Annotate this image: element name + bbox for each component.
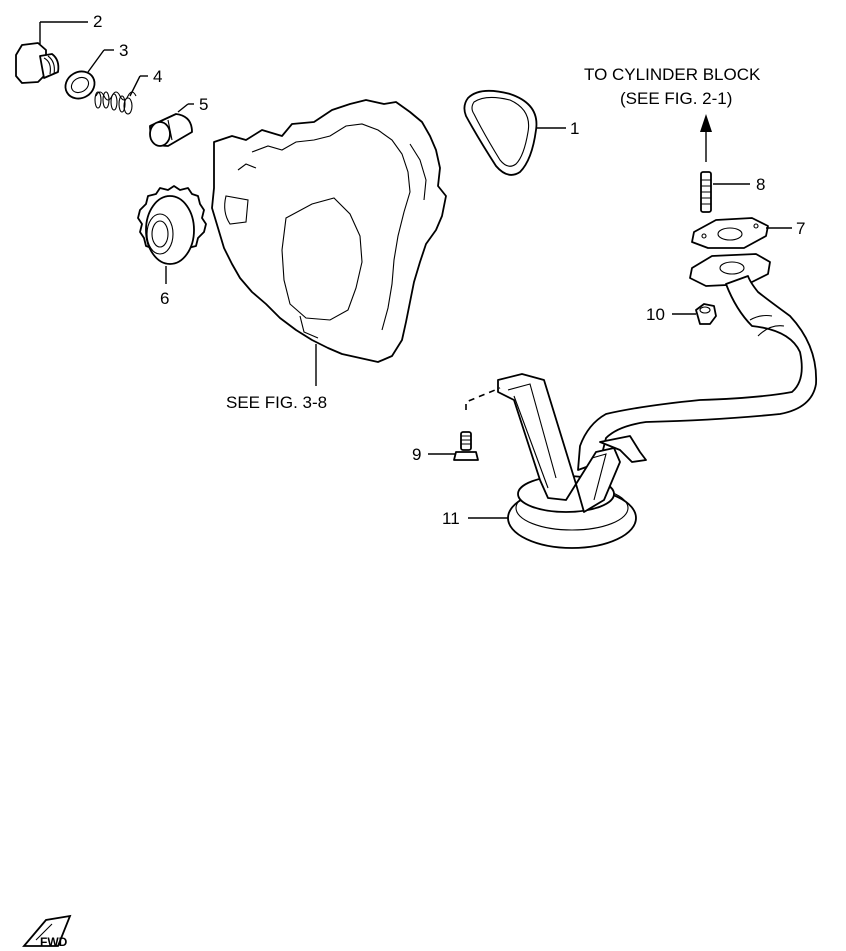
callout-5: 5 [199, 95, 208, 114]
callout-6: 6 [160, 289, 169, 308]
part-3-washer [64, 49, 114, 100]
callout-4: 4 [153, 67, 162, 86]
part-1-gasket [463, 89, 566, 176]
part-11-strainer [468, 373, 637, 549]
fwd-logo-text: FWD [40, 935, 68, 949]
part-6-gear [137, 185, 207, 284]
direction-arrow [700, 114, 712, 162]
part-4-spring [94, 75, 148, 115]
crankcase-cover [211, 99, 447, 386]
to-cylinder-block-note: TO CYLINDER BLOCK [584, 65, 761, 84]
part-2-plug [15, 21, 88, 84]
callout-11: 11 [442, 509, 460, 528]
callout-3: 3 [119, 41, 128, 60]
part-5-relief-valve [149, 103, 194, 147]
callout-7: 7 [796, 219, 805, 238]
see-fig-3-8-note: SEE FIG. 3-8 [226, 393, 327, 412]
callout-9: 9 [412, 445, 421, 464]
callout-1: 1 [570, 119, 579, 138]
callout-2: 2 [93, 12, 102, 31]
part-10-nut [672, 303, 717, 325]
see-fig-2-1-note: (SEE FIG. 2-1) [620, 89, 732, 108]
part-7-flange-gasket [691, 217, 792, 249]
callout-10: 10 [646, 305, 665, 324]
pickup-tube [577, 253, 817, 471]
part-8-stud [700, 171, 750, 213]
callout-8: 8 [756, 175, 765, 194]
part-9-bolt [428, 387, 501, 461]
fwd-logo: FWD [22, 914, 72, 949]
